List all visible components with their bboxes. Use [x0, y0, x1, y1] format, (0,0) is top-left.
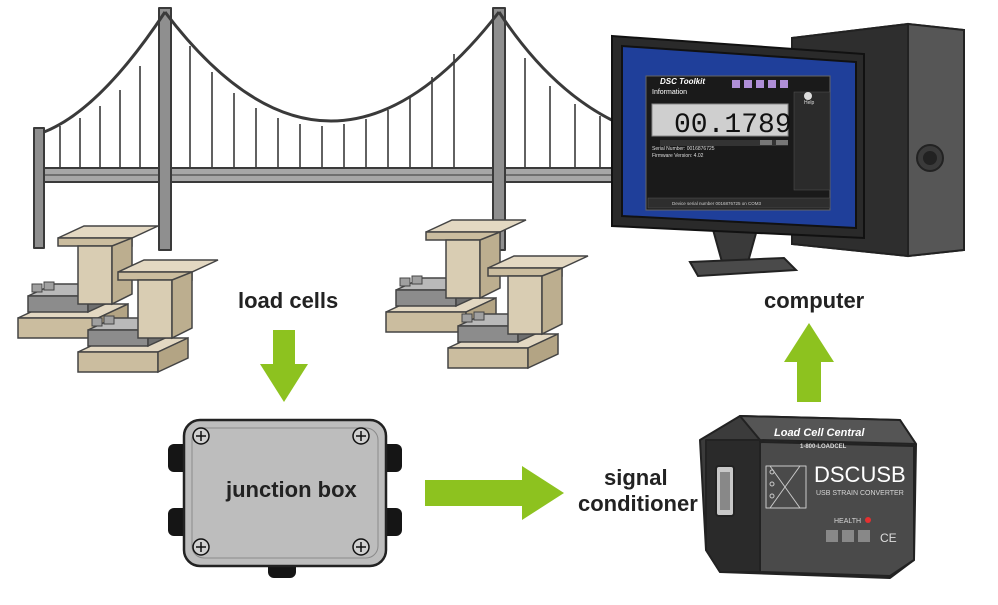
reading-display	[651, 103, 789, 137]
help-title: Help	[804, 100, 815, 106]
box-screws	[192, 427, 370, 556]
suspension-bridge	[33, 7, 641, 251]
arrow-right-junction	[425, 466, 564, 520]
monitor-stand	[688, 225, 799, 278]
device-brand: Load Cell Central	[774, 427, 865, 439]
device-subtitle: USB STRAIN CONVERTER	[816, 490, 904, 497]
monitor	[611, 34, 865, 240]
computer-label: computer	[764, 288, 865, 313]
device-health-label: HEALTH	[834, 518, 861, 525]
signal-conditioner-label-line1: signal	[604, 465, 668, 490]
health-led	[865, 517, 871, 523]
toolbar-icons	[732, 80, 812, 100]
firmware-version: Firmware Version: 4.02	[652, 153, 704, 159]
bridge-tower-left	[158, 7, 172, 251]
junction-box	[168, 418, 402, 578]
bridge-main-cable	[43, 11, 167, 134]
load-cells-label: load cells	[238, 288, 339, 313]
bridge-tower-right	[492, 7, 506, 251]
device-ce-mark: CE	[880, 531, 897, 545]
screen-reading: 00.1789	[674, 110, 792, 141]
load-cells-left	[17, 225, 219, 373]
device-model: DSCUSB	[814, 462, 906, 487]
device-phone: 1-800-LOADCEL	[800, 444, 847, 450]
load-cells-right	[385, 219, 589, 369]
serial-number: Serial Number: 0016876725	[652, 146, 715, 152]
signal-conditioner-label-line2: conditioner	[578, 491, 698, 516]
junction-box-label: junction box	[226, 477, 357, 502]
computer	[611, 22, 965, 278]
wiring-diagram	[765, 465, 807, 509]
app-title: DSC Toolkit	[660, 77, 705, 86]
signal-conditioner	[699, 415, 917, 579]
screen-section-title: Information	[652, 89, 687, 96]
bridge-hangers	[59, 46, 601, 168]
arrow-down-load-cells	[260, 330, 308, 402]
arrow-up-computer	[784, 323, 834, 402]
status-bar-text: Device serial number 0016876725 on COM3	[672, 201, 762, 206]
